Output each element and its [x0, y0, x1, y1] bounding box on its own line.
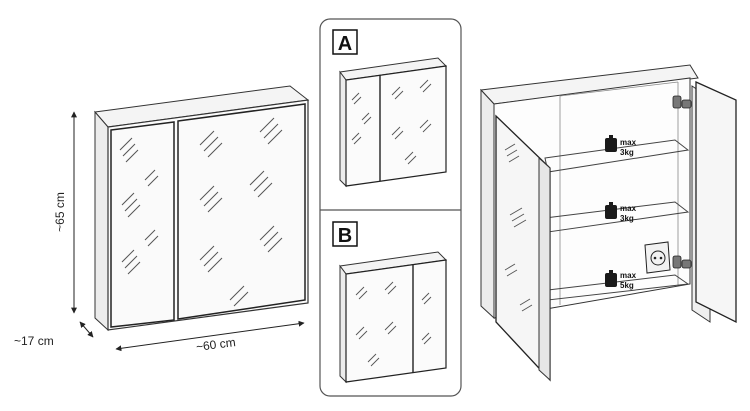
variant-a-badge: A: [332, 29, 358, 55]
weight-icon: [605, 138, 617, 152]
shelf-3-load-label: 5kg: [620, 281, 634, 290]
variant-b-cabinet: [339, 251, 448, 384]
variant-b-label: B: [338, 225, 352, 247]
shelf-load-3: max 5kg: [605, 270, 637, 290]
shelf-load-1: max 3kg: [605, 135, 637, 157]
shelf-1-max-label: max: [620, 138, 637, 147]
depth-dimension-line: [79, 321, 94, 338]
width-dimension-label: ~60 cm: [195, 335, 236, 354]
left-door: [110, 121, 175, 328]
shelf-1-load-label: 3kg: [620, 148, 634, 157]
depth-dimension-label: ~17 cm: [14, 334, 54, 348]
right-door: [177, 103, 306, 320]
weight-icon: [605, 273, 617, 287]
shelf-3-max-label: max: [620, 271, 637, 280]
variant-panel: A B: [319, 18, 462, 397]
mirror-reflection-hatch: [119, 117, 283, 307]
shelf-2-load-label: 3kg: [620, 214, 634, 223]
height-dimension-label: ~65 cm: [53, 192, 67, 232]
cabinet-open-view: max 3kg max 3kg max 5kg: [479, 64, 737, 382]
door-hinges: [672, 95, 692, 269]
variant-a-cabinet: [339, 57, 448, 188]
shelf-load-2: max 3kg: [605, 202, 637, 223]
cabinet-front-view: ~65 cm ~17 cm ~60 cm: [14, 85, 310, 354]
variant-a-label: A: [338, 33, 352, 55]
open-right-door: [695, 80, 737, 324]
weight-icon: [605, 205, 617, 219]
power-socket: [644, 241, 671, 274]
variant-b-badge: B: [332, 221, 358, 247]
width-dimension-line: [115, 320, 305, 352]
shelf-2-max-label: max: [620, 204, 637, 213]
